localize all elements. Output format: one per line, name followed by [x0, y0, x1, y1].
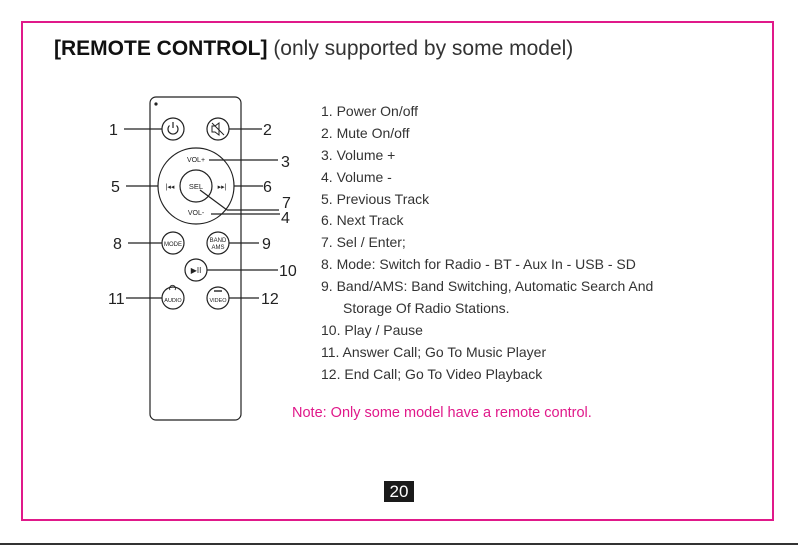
title-note: (only supported by some model)	[267, 37, 574, 60]
feature-item: 7. Sel / Enter;	[321, 234, 406, 251]
callout-4: 4	[281, 210, 290, 227]
power-button	[161, 117, 185, 141]
next-track-icon: ▸▸|	[218, 184, 227, 191]
ir-dot	[154, 102, 158, 106]
vol-plus-label: VOL+	[187, 157, 205, 164]
video-label: VIDEO	[209, 298, 227, 304]
callout-1: 1	[109, 122, 118, 139]
callout-8: 8	[113, 236, 122, 253]
page-border	[21, 21, 774, 521]
feature-item: 10. Play / Pause	[321, 321, 423, 338]
power-icon	[167, 122, 179, 135]
mode-label: MODE	[164, 242, 182, 248]
phone-answer-icon	[169, 284, 176, 291]
feature-item: 11. Answer Call; Go To Music Player	[321, 343, 547, 360]
vol-minus-label: VOL-	[188, 210, 205, 217]
feature-item: 12. End Call; Go To Video Playback	[321, 365, 543, 382]
feature-item-continuation: Storage Of Radio Stations.	[343, 300, 510, 317]
audio-label: AUDIO	[164, 298, 182, 304]
note-text: Note: Only some model have a remote cont…	[292, 405, 592, 421]
callout-5: 5	[111, 179, 120, 196]
feature-item: 1. Power On/off	[321, 103, 419, 119]
feature-item: 4. Volume -	[321, 168, 392, 185]
callout-11: 11	[108, 291, 125, 308]
sel-label: SEL	[189, 182, 203, 191]
feature-item: 2. Mute On/off	[321, 124, 410, 141]
page-title: [REMOTE CONTROL] (only supported by some…	[54, 37, 573, 61]
callout-6: 6	[263, 179, 272, 196]
band-label: BAND	[210, 238, 227, 244]
callout-line-7a	[199, 189, 228, 211]
callout-9: 9	[262, 236, 271, 253]
page-number: 20	[384, 481, 414, 502]
feature-list: 1. Power On/off 2. Mute On/off 3. Volume…	[321, 101, 653, 386]
feature-item: 5. Previous Track	[321, 190, 430, 207]
mute-icon	[211, 122, 225, 136]
prev-track-icon: |◂◂	[166, 184, 175, 191]
title-bold: [REMOTE CONTROL]	[54, 37, 268, 60]
ams-label: AMS	[211, 245, 224, 251]
play-pause-icon: ▶II	[191, 266, 202, 275]
sel-button	[179, 169, 213, 203]
feature-item: 3. Volume +	[321, 146, 396, 163]
callout-3: 3	[281, 154, 290, 171]
feature-item: 6. Next Track	[321, 212, 404, 229]
feature-item: 8. Mode: Switch for Radio - BT - Aux In …	[321, 256, 636, 273]
callout-12: 12	[261, 291, 279, 308]
callout-2: 2	[263, 122, 272, 139]
feature-item: 9. Band/AMS: Band Switching, Automatic S…	[321, 278, 654, 295]
callout-10: 10	[279, 263, 297, 280]
bottom-rule	[0, 543, 798, 545]
remote-body	[149, 96, 242, 421]
callout-7: 7	[282, 195, 291, 212]
